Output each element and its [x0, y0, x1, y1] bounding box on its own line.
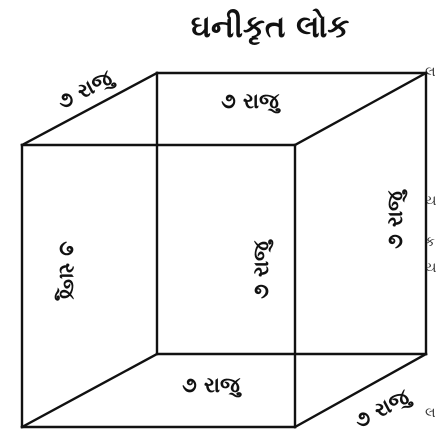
edge-bottom-left	[20, 352, 159, 429]
label-right-vertical-edge: ૭ રાજુ	[383, 189, 408, 249]
cube-wireframe	[20, 71, 428, 429]
margin-fragment-2: ય	[425, 193, 436, 209]
diagram-title: ઘનીકૃત લોક	[191, 8, 350, 45]
page-margin-text: લ ય ક ય લ	[425, 64, 436, 421]
margin-fragment-1: લ	[425, 64, 436, 80]
margin-fragment-4: ય	[425, 260, 436, 276]
label-top-face: ૭ રાજુ	[221, 89, 281, 114]
margin-fragment-3: ક	[425, 234, 435, 250]
label-inner-vertical-edge: ૭ રાજુ	[249, 239, 274, 299]
margin-fragment-5: લ	[425, 405, 436, 421]
edge-top-right	[293, 71, 428, 147]
label-front-left-edge: ૭ રાજુ	[54, 241, 79, 301]
edge-front-top-left	[20, 71, 159, 147]
label-bottom-face: ૭ રાજુ	[182, 373, 242, 398]
edge-bottom-right	[293, 352, 428, 429]
